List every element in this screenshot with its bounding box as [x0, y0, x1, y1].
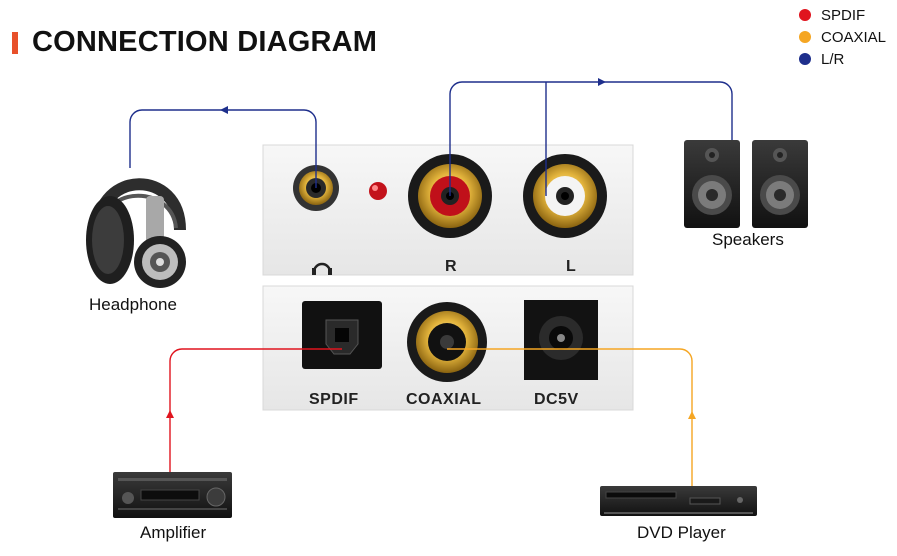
device-label-speakers: Speakers [712, 230, 784, 249]
port-label-l: L [566, 258, 577, 275]
rca-left-jack [523, 154, 607, 238]
spdif-cable [169, 348, 342, 472]
device-label-dvd-player: DVD Player [637, 523, 726, 542]
legend-dot-lr [799, 53, 811, 65]
dc5v-port [524, 300, 598, 380]
device-label-amplifier: Amplifier [140, 523, 207, 542]
page-title: CONNECTION DIAGRAM [32, 26, 378, 58]
spdif-port [302, 301, 382, 369]
legend-label: COAXIAL [821, 28, 887, 46]
legend: SPDIF COAXIAL L/R [799, 4, 886, 70]
lr-arrow-speakers [598, 78, 606, 86]
device-label-headphone: Headphone [89, 295, 177, 314]
amplifier-device [113, 472, 232, 518]
coaxial-cable [447, 348, 693, 486]
legend-item-coaxial: COAXIAL [799, 26, 886, 48]
legend-label: L/R [821, 50, 845, 68]
headphone-device [86, 178, 186, 288]
lr-arrow-headphone [220, 106, 228, 114]
headphone-jack [293, 165, 339, 211]
power-led [369, 182, 387, 200]
port-label-spdif: SPDIF [309, 391, 359, 408]
coaxial-arrow [688, 411, 696, 419]
title-block: CONNECTION DIAGRAM [12, 26, 377, 59]
port-label-coaxial: COAXIAL [406, 391, 482, 408]
speaker-right [752, 140, 808, 228]
title-accent-bar [12, 31, 18, 54]
port-label-dc5v: DC5V [534, 391, 579, 408]
coaxial-port [407, 302, 487, 382]
legend-item-spdif: SPDIF [799, 4, 886, 26]
port-label-r: R [445, 258, 458, 275]
headphone-jack-icon [312, 262, 332, 275]
spdif-arrow [166, 410, 174, 418]
legend-dot-coaxial [799, 31, 811, 43]
speaker-left [684, 140, 740, 228]
legend-dot-spdif [799, 9, 811, 21]
dvd-player-device [600, 486, 757, 516]
legend-label: SPDIF [821, 6, 866, 24]
legend-item-lr: L/R [799, 48, 886, 70]
